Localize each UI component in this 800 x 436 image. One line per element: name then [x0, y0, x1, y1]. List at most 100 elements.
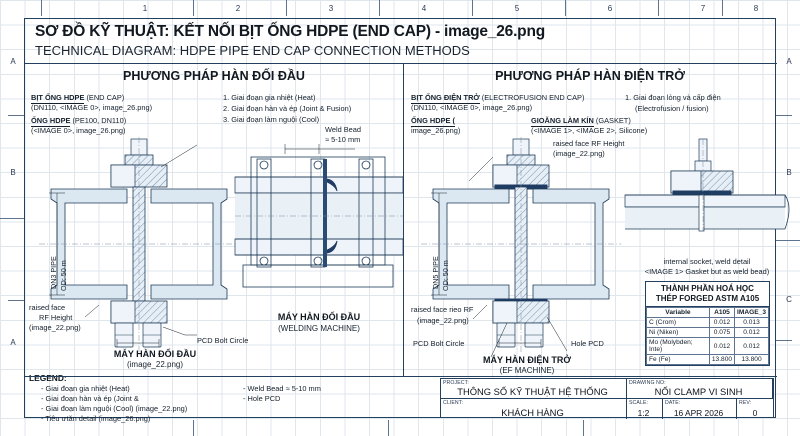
gasket-detail: (<IMAGE 1>, <IMAGE 2>, Silicone): [531, 126, 648, 135]
margin-letter-left-c: A: [10, 338, 16, 347]
left-machine-caption: MÁY HÀN ĐỐI ĐẦU: [113, 349, 197, 359]
left-raised-face-line1: raised face: [29, 303, 66, 312]
electrofusion-flange-drawing: [421, 137, 621, 358]
chem-table-header-row: Variable A105 IMAGE_3: [646, 307, 769, 318]
client-value: KHÁCH HÀNG: [501, 407, 564, 418]
chem-header-variable: Variable: [646, 307, 710, 318]
margin-letter-left-a: A: [10, 57, 16, 66]
right-dim-label-2: OD: 50 m: [441, 260, 450, 291]
margin-number-1: 1: [142, 4, 148, 13]
chem-cell-a105: 13.800: [708, 354, 736, 365]
margin-letter-left-b: B: [10, 168, 16, 177]
chem-table-title-line2: THÉP FORGED ASTM A105: [655, 294, 760, 303]
right-machine-caption: MÁY HÀN ĐIỆN TRỞ: [482, 355, 571, 365]
legend-item-1: - Giai đoạn gia nhiệt (Heat): [41, 384, 130, 393]
right-step-2: (Electrofusion / fusion): [635, 104, 709, 113]
right-step-1: 1. Giai đoạn lỏng và cấp điện: [625, 93, 721, 102]
welding-machine-caption: MÁY HÀN ĐỐI ĐẦU: [277, 312, 361, 322]
left-note-endcap-title: BỊT ỐNG HDPE (END CAP): [31, 93, 124, 105]
margin-letter-right-c: C: [786, 295, 792, 304]
rev-key: REV:: [739, 400, 752, 406]
right-raised-face-top-1: raised face RF Height: [553, 139, 625, 148]
chem-cell-variable: Fe (Fe): [646, 354, 710, 365]
margin-number-3: 3: [328, 4, 334, 13]
margin-number-2: 2: [235, 4, 241, 13]
right-dim-label-1: DN5 PIPE: [431, 256, 440, 289]
chem-cell-image3: 0.012: [734, 327, 769, 338]
date-value: 16 APR 2026: [673, 408, 724, 418]
client-key: CLIENT:: [443, 400, 464, 406]
weld-bead-value: ≈ 5-10 mm: [325, 135, 361, 144]
left-dim-label-2: OD: 50 m: [59, 260, 68, 291]
welding-machine-caption-en: (WELDING MACHINE): [278, 324, 360, 333]
drawing-value: NỐI CLAMP VI SINH: [654, 386, 743, 397]
title-block: PROJECT: THÔNG SỐ KỸ THUẬT HỆ THỐNG DRAW…: [440, 378, 774, 419]
right-section-heading: PHƯƠNG PHÁP HÀN ĐIỆN TRỞ: [495, 69, 685, 83]
socket-note-line1: internal socket, weld detail: [663, 257, 751, 266]
table-row: Fe (Fe) 13.800 13.800: [646, 354, 769, 365]
legend-item-2: - Giai đoạn hàn và ép (Joint &: [41, 394, 139, 403]
legend-right-item-2: - Hole PCD: [243, 394, 281, 403]
right-raised-face-line2: (image_22.png): [417, 316, 469, 325]
socket-note-line2: <IMAGE 1> Gasket but as weld bead): [644, 267, 770, 276]
left-section-heading: PHƯƠNG PHÁP HÀN ĐỐI ĐẦU: [123, 69, 305, 83]
right-note-efcap-title: BỊT ỐNG ĐIỆN TRỞ (ELECTROFUSION END CAP): [411, 93, 584, 105]
left-raised-face-line3: (image_22.png): [29, 323, 81, 332]
title-block-project: PROJECT: THÔNG SỐ KỸ THUẬT HỆ THỐNG: [441, 379, 627, 399]
table-row: C (Crom) 0.012 0.013: [646, 317, 769, 328]
margin-number-5: 5: [514, 4, 520, 13]
left-note-endcap-detail: (DN110, <IMAGE 0>, image_26.png): [31, 103, 153, 112]
buttfusion-flange-drawing: [39, 137, 239, 352]
left-step-1: 1. Giai đoạn gia nhiệt (Heat): [223, 93, 316, 102]
title-block-client: CLIENT: KHÁCH HÀNG: [441, 399, 627, 419]
margin-letter-right-b: B: [786, 168, 792, 177]
margin-number-8: 8: [753, 4, 759, 13]
left-note-pipe-title: ỐNG HDPE (PE100, DN110): [31, 116, 126, 128]
right-note-pipe-detail: image_26.png): [411, 126, 461, 135]
right-hole-pcd-label: Hole PCD: [571, 339, 604, 348]
chem-cell-a105: 0.012: [708, 337, 736, 355]
left-step-3: 3. Giai đoạn làm nguội (Cool): [223, 115, 320, 124]
right-machine-caption-en: (EF MACHINE): [499, 366, 555, 375]
right-note-efcap-detail: (DN110, <IMAGE 0>, image_26.png): [411, 103, 533, 112]
title-block-rev: REV: 0: [737, 399, 773, 419]
left-pcd-bolt-circle-label: PCD Bolt Circle: [197, 336, 249, 345]
right-raised-face-line1: raised face rieo RF: [411, 305, 474, 314]
margin-number-7: 7: [700, 4, 706, 13]
scale-value: 1:2: [637, 408, 650, 418]
internal-socket-weld-drawing: [624, 138, 790, 232]
margin-number-4: 4: [421, 4, 427, 13]
chem-header-a105: A105: [708, 307, 736, 318]
legend-item-3: - Giai đoạn làm nguội (Cool) (image_22.p…: [41, 404, 188, 413]
title-block-scale: SCALE: 1:2: [627, 399, 663, 419]
gasket-title: GIOĂNG LÀM KÍN (GASKET): [531, 116, 631, 128]
chem-cell-a105: 0.075: [708, 327, 736, 338]
project-key: PROJECT:: [443, 380, 469, 386]
margin-number-6: 6: [607, 4, 613, 13]
left-machine-caption-sub: (image_22.png): [126, 360, 184, 369]
scale-key: SCALE:: [629, 400, 649, 406]
date-key: DATE:: [665, 400, 681, 406]
left-step-2: 2. Giai đoạn hàn và ép (Joint & Fusion): [223, 104, 352, 113]
project-value: THÔNG SỐ KỸ THUẬT HỆ THỐNG: [457, 386, 608, 397]
chem-cell-variable: C (Crom): [646, 317, 710, 328]
right-pcd-bolt-circle-label: PCD Bolt Circle: [413, 339, 465, 348]
margin-letter-right-a: A: [786, 57, 792, 66]
chem-cell-variable: Mo (Molybden; Inte): [646, 337, 710, 355]
chem-table-title-line1: THÀNH PHẦN HOÁ HỌC: [661, 284, 754, 293]
page-subtitle: TECHNICAL DIAGRAM: HDPE PIPE END CAP CON…: [35, 43, 470, 58]
legend-right-item-1: - Weld Bead ≈ 5-10 mm: [243, 384, 321, 393]
chemical-composition-table: THÀNH PHẦN HOÁ HỌC THÉP FORGED ASTM A105…: [645, 281, 770, 366]
chem-header-image3: IMAGE_3: [734, 307, 769, 318]
title-block-drawing-no: DRAWING NO: NỐI CLAMP VI SINH: [627, 379, 773, 399]
chem-cell-variable: Ni (Niken): [646, 327, 710, 338]
title-block-meta: SCALE: 1:2 DATE: 16 APR 2026 REV: 0: [627, 399, 773, 419]
right-note-pipe-title: ỐNG HDPE (: [411, 116, 455, 128]
drawing-key: DRAWING NO:: [629, 380, 666, 386]
table-row: Ni (Niken) 0.075 0.012: [646, 327, 769, 338]
chem-cell-image3: 13.800: [734, 354, 769, 365]
section-divider: [403, 63, 405, 376]
title-divider: [25, 63, 777, 65]
chem-cell-image3: 0.013: [734, 317, 769, 328]
